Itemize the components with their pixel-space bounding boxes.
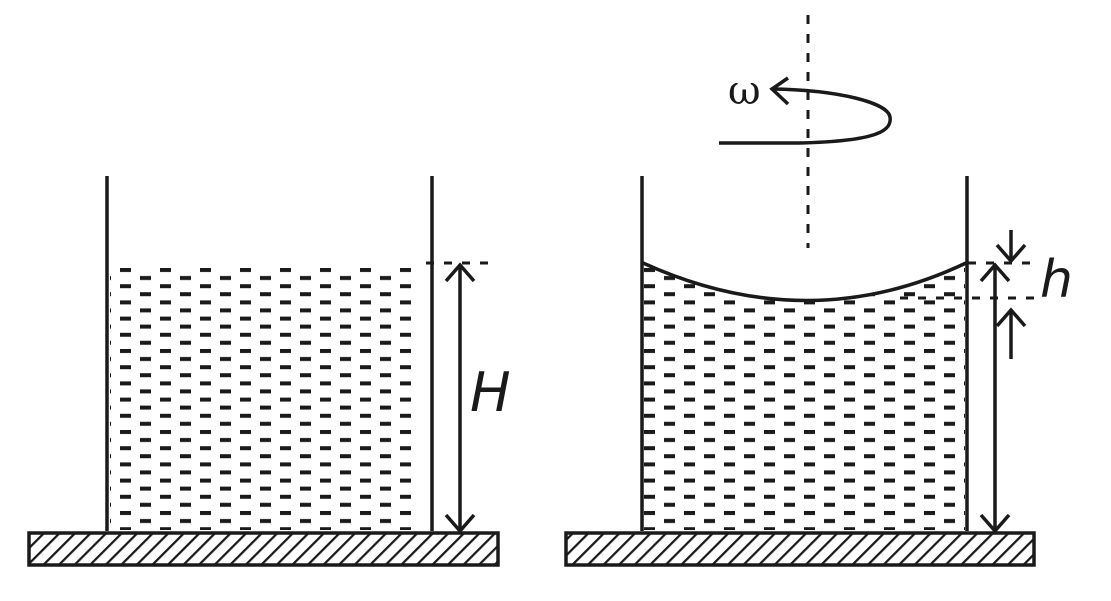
right-liquid	[644, 264, 965, 530]
meniscus-surface	[642, 261, 967, 303]
height-H-arrow	[444, 262, 476, 534]
left-base	[27, 531, 500, 567]
h-down-arrow	[995, 230, 1027, 264]
h-up-arrow	[995, 307, 1027, 359]
height-arrow-right	[979, 262, 1011, 534]
rotation-arrow-icon	[719, 76, 892, 145]
depression-h-label: h	[1040, 250, 1073, 310]
omega-label: ω	[728, 68, 761, 114]
right-base	[564, 531, 1036, 567]
left-liquid	[110, 268, 420, 530]
height-H-label: H	[470, 361, 511, 424]
left-vessel: H	[27, 176, 511, 567]
right-vessel: ω h	[564, 15, 1073, 567]
